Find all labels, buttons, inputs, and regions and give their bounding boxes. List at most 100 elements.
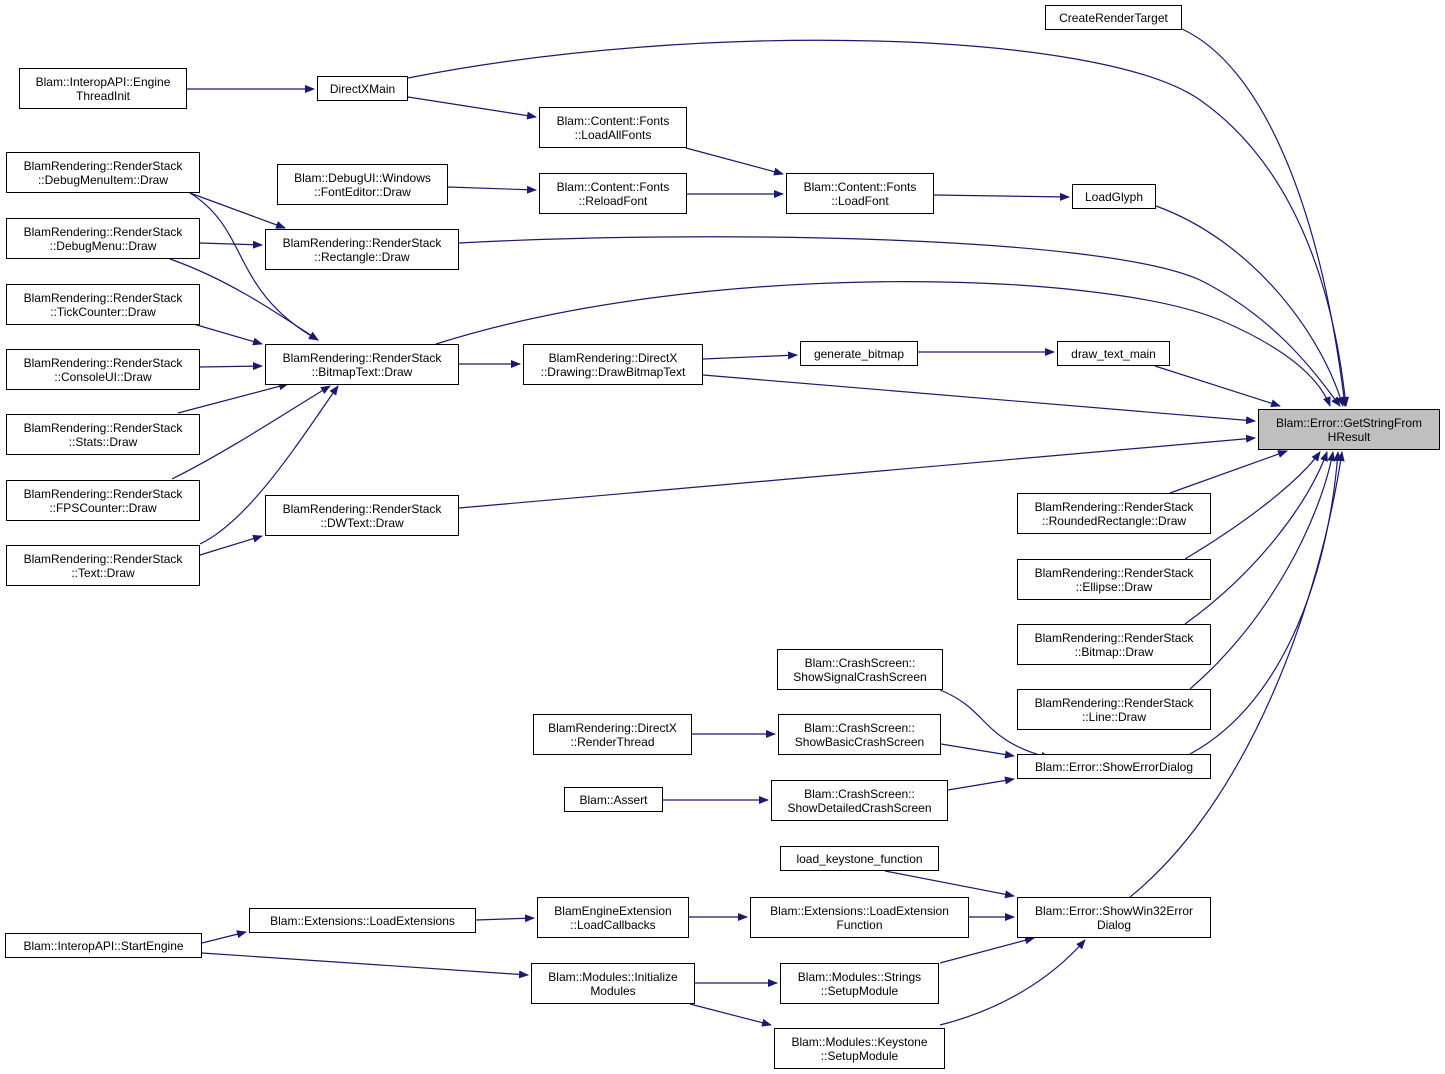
node-label: BlamRendering::RenderStack bbox=[23, 420, 183, 435]
node-label: Blam::Error::ShowErrorDialog bbox=[1034, 759, 1194, 774]
node-label: ShowDetailedCrashScreen bbox=[787, 800, 932, 815]
node-label: ::DebugMenuItem::Draw bbox=[37, 172, 169, 187]
graph-node-strings-setupmodule[interactable]: Blam::Modules::Strings::SetupModule bbox=[780, 963, 939, 1004]
graph-node-roundedrectangle-draw[interactable]: BlamRendering::RenderStack::RoundedRecta… bbox=[1017, 493, 1211, 534]
node-label: Blam::Content::Fonts bbox=[556, 179, 670, 194]
node-label: Function bbox=[836, 917, 883, 932]
graph-node-loadextensions[interactable]: Blam::Extensions::LoadExtensions bbox=[249, 908, 476, 933]
graph-node-rectangle-draw[interactable]: BlamRendering::RenderStack::Rectangle::D… bbox=[265, 229, 459, 270]
graph-node-debugmenuitem-draw[interactable]: BlamRendering::RenderStack::DebugMenuIte… bbox=[6, 152, 200, 193]
node-label: ::Stats::Draw bbox=[68, 434, 138, 449]
node-label: Blam::Assert bbox=[579, 792, 648, 807]
graph-node-detailedcrashscreen[interactable]: Blam::CrashScreen::ShowDetailedCrashScre… bbox=[771, 780, 948, 821]
node-label: ::Text::Draw bbox=[71, 565, 135, 580]
call-edge bbox=[169, 258, 319, 341]
node-label: ::FPSCounter::Draw bbox=[49, 500, 157, 515]
graph-node-load-keystone-function[interactable]: load_keystone_function bbox=[780, 846, 939, 871]
graph-node-engineextension-loadcallbacks[interactable]: BlamEngineExtension::LoadCallbacks bbox=[537, 897, 689, 938]
graph-node-bitmap-draw[interactable]: BlamRendering::RenderStack::Bitmap::Draw bbox=[1017, 624, 1211, 665]
graph-node-tickcounter-draw[interactable]: BlamRendering::RenderStack::TickCounter:… bbox=[6, 284, 200, 325]
node-label: BlamRendering::RenderStack bbox=[23, 486, 183, 501]
call-edge bbox=[933, 192, 1070, 201]
graph-node-drawbitmaptext[interactable]: BlamRendering::DirectX::Drawing::DrawBit… bbox=[523, 344, 703, 385]
call-edge bbox=[1169, 450, 1288, 494]
node-label: Blam::InteropAPI::Engine bbox=[35, 74, 171, 89]
graph-node-reloadfont[interactable]: Blam::Content::Fonts::ReloadFont bbox=[539, 173, 687, 214]
graph-node-loadallfonts[interactable]: Blam::Content::Fonts::LoadAllFonts bbox=[539, 107, 687, 148]
node-label: ShowBasicCrashScreen bbox=[794, 734, 925, 749]
graph-node-line-draw[interactable]: BlamRendering::RenderStack::Line::Draw bbox=[1017, 689, 1211, 730]
graph-node-createrendertarget[interactable]: CreateRenderTarget bbox=[1045, 5, 1182, 30]
graph-node-loadglyph[interactable]: LoadGlyph bbox=[1072, 184, 1156, 209]
graph-node-signalcrashscreen[interactable]: Blam::CrashScreen::ShowSignalCrashScreen bbox=[777, 649, 943, 690]
node-label: BlamRendering::RenderStack bbox=[282, 350, 442, 365]
node-label: BlamRendering::RenderStack bbox=[1034, 565, 1194, 580]
node-label: ::RoundedRectangle::Draw bbox=[1041, 513, 1187, 528]
node-label: ::LoadFont bbox=[831, 193, 889, 208]
node-label: Blam::Error::GetStringFrom bbox=[1275, 415, 1423, 430]
graph-node-generate-bitmap[interactable]: generate_bitmap bbox=[800, 341, 918, 366]
graph-node-draw-text-main[interactable]: draw_text_main bbox=[1057, 341, 1170, 366]
graph-node-fpscounter-draw[interactable]: BlamRendering::RenderStack::FPSCounter::… bbox=[6, 480, 200, 521]
graph-node-consoleui-draw[interactable]: BlamRendering::RenderStack::ConsoleUI::D… bbox=[6, 349, 200, 390]
call-edge bbox=[939, 936, 1035, 964]
call-edge bbox=[939, 689, 1051, 760]
node-label: load_keystone_function bbox=[796, 851, 923, 866]
graph-node-renderthread[interactable]: BlamRendering::DirectX::RenderThread bbox=[533, 714, 692, 755]
call-edge bbox=[939, 939, 1086, 1026]
graph-node-basiccrashscreen[interactable]: Blam::CrashScreen::ShowBasicCrashScreen bbox=[778, 714, 941, 755]
graph-node-directxmain[interactable]: DirectXMain bbox=[317, 76, 408, 101]
node-label: ShowSignalCrashScreen bbox=[793, 669, 927, 684]
node-label: draw_text_main bbox=[1071, 346, 1156, 361]
call-edge bbox=[1184, 451, 1321, 560]
node-label: Blam::CrashScreen:: bbox=[804, 786, 915, 801]
node-label: BlamRendering::RenderStack bbox=[23, 355, 183, 370]
node-label: ::ConsoleUI::Draw bbox=[54, 369, 152, 384]
node-label: BlamRendering::RenderStack bbox=[23, 551, 183, 566]
node-label: Blam::Extensions::LoadExtensions bbox=[270, 913, 455, 928]
graph-node-loadfont[interactable]: Blam::Content::Fonts::LoadFont bbox=[786, 173, 934, 214]
node-label: ::SetupModule bbox=[820, 983, 899, 998]
graph-node-keystone-setupmodule[interactable]: Blam::Modules::Keystone::SetupModule bbox=[774, 1028, 945, 1069]
graph-node-dwtext-draw[interactable]: BlamRendering::RenderStack::DWText::Draw bbox=[265, 495, 459, 536]
graph-node-debugmenu-draw[interactable]: BlamRendering::RenderStack::DebugMenu::D… bbox=[6, 218, 200, 259]
node-label: ::FontEditor::Draw bbox=[314, 184, 411, 199]
graph-node-bitmaptext-draw[interactable]: BlamRendering::RenderStack::BitmapText::… bbox=[265, 344, 459, 385]
node-label: Blam::CrashScreen:: bbox=[804, 720, 915, 735]
node-label: HResult bbox=[1327, 429, 1371, 444]
node-label: ThreadInit bbox=[75, 88, 131, 103]
call-edge bbox=[407, 96, 537, 120]
node-label: Blam::Content::Fonts bbox=[803, 179, 917, 194]
graph-node-stats-draw[interactable]: BlamRendering::RenderStack::Stats::Draw bbox=[6, 414, 200, 455]
call-edge bbox=[199, 240, 263, 249]
call-edge bbox=[940, 743, 1015, 759]
node-label: Modules bbox=[590, 983, 636, 998]
call-edge bbox=[201, 952, 529, 979]
node-label: Dialog bbox=[1096, 917, 1132, 932]
call-edge bbox=[1189, 451, 1342, 755]
node-label: ::RenderThread bbox=[570, 734, 655, 749]
call-edge bbox=[189, 322, 263, 346]
call-edge bbox=[1129, 451, 1345, 898]
call-edge bbox=[1184, 451, 1328, 625]
graph-node-ellipse-draw[interactable]: BlamRendering::RenderStack::Ellipse::Dra… bbox=[1017, 559, 1211, 600]
node-label: generate_bitmap bbox=[813, 346, 905, 361]
node-label: Blam::CrashScreen:: bbox=[804, 655, 916, 670]
node-label: ::LoadCallbacks bbox=[570, 917, 656, 932]
call-edge bbox=[689, 1003, 772, 1027]
call-edge bbox=[199, 362, 263, 371]
call-edge bbox=[199, 534, 263, 556]
graph-node-showerrordialog[interactable]: Blam::Error::ShowErrorDialog bbox=[1017, 754, 1211, 779]
call-edge bbox=[171, 385, 331, 480]
graph-node-text-draw[interactable]: BlamRendering::RenderStack::Text::Draw bbox=[6, 545, 200, 586]
graph-node-fonteditor-draw[interactable]: Blam::DebugUI::Windows::FontEditor::Draw bbox=[277, 164, 448, 205]
node-label: Blam::InteropAPI::StartEngine bbox=[23, 938, 184, 953]
graph-node-startengine[interactable]: Blam::InteropAPI::StartEngine bbox=[5, 933, 202, 958]
call-edge bbox=[447, 185, 537, 194]
graph-node-assert[interactable]: Blam::Assert bbox=[564, 787, 663, 812]
